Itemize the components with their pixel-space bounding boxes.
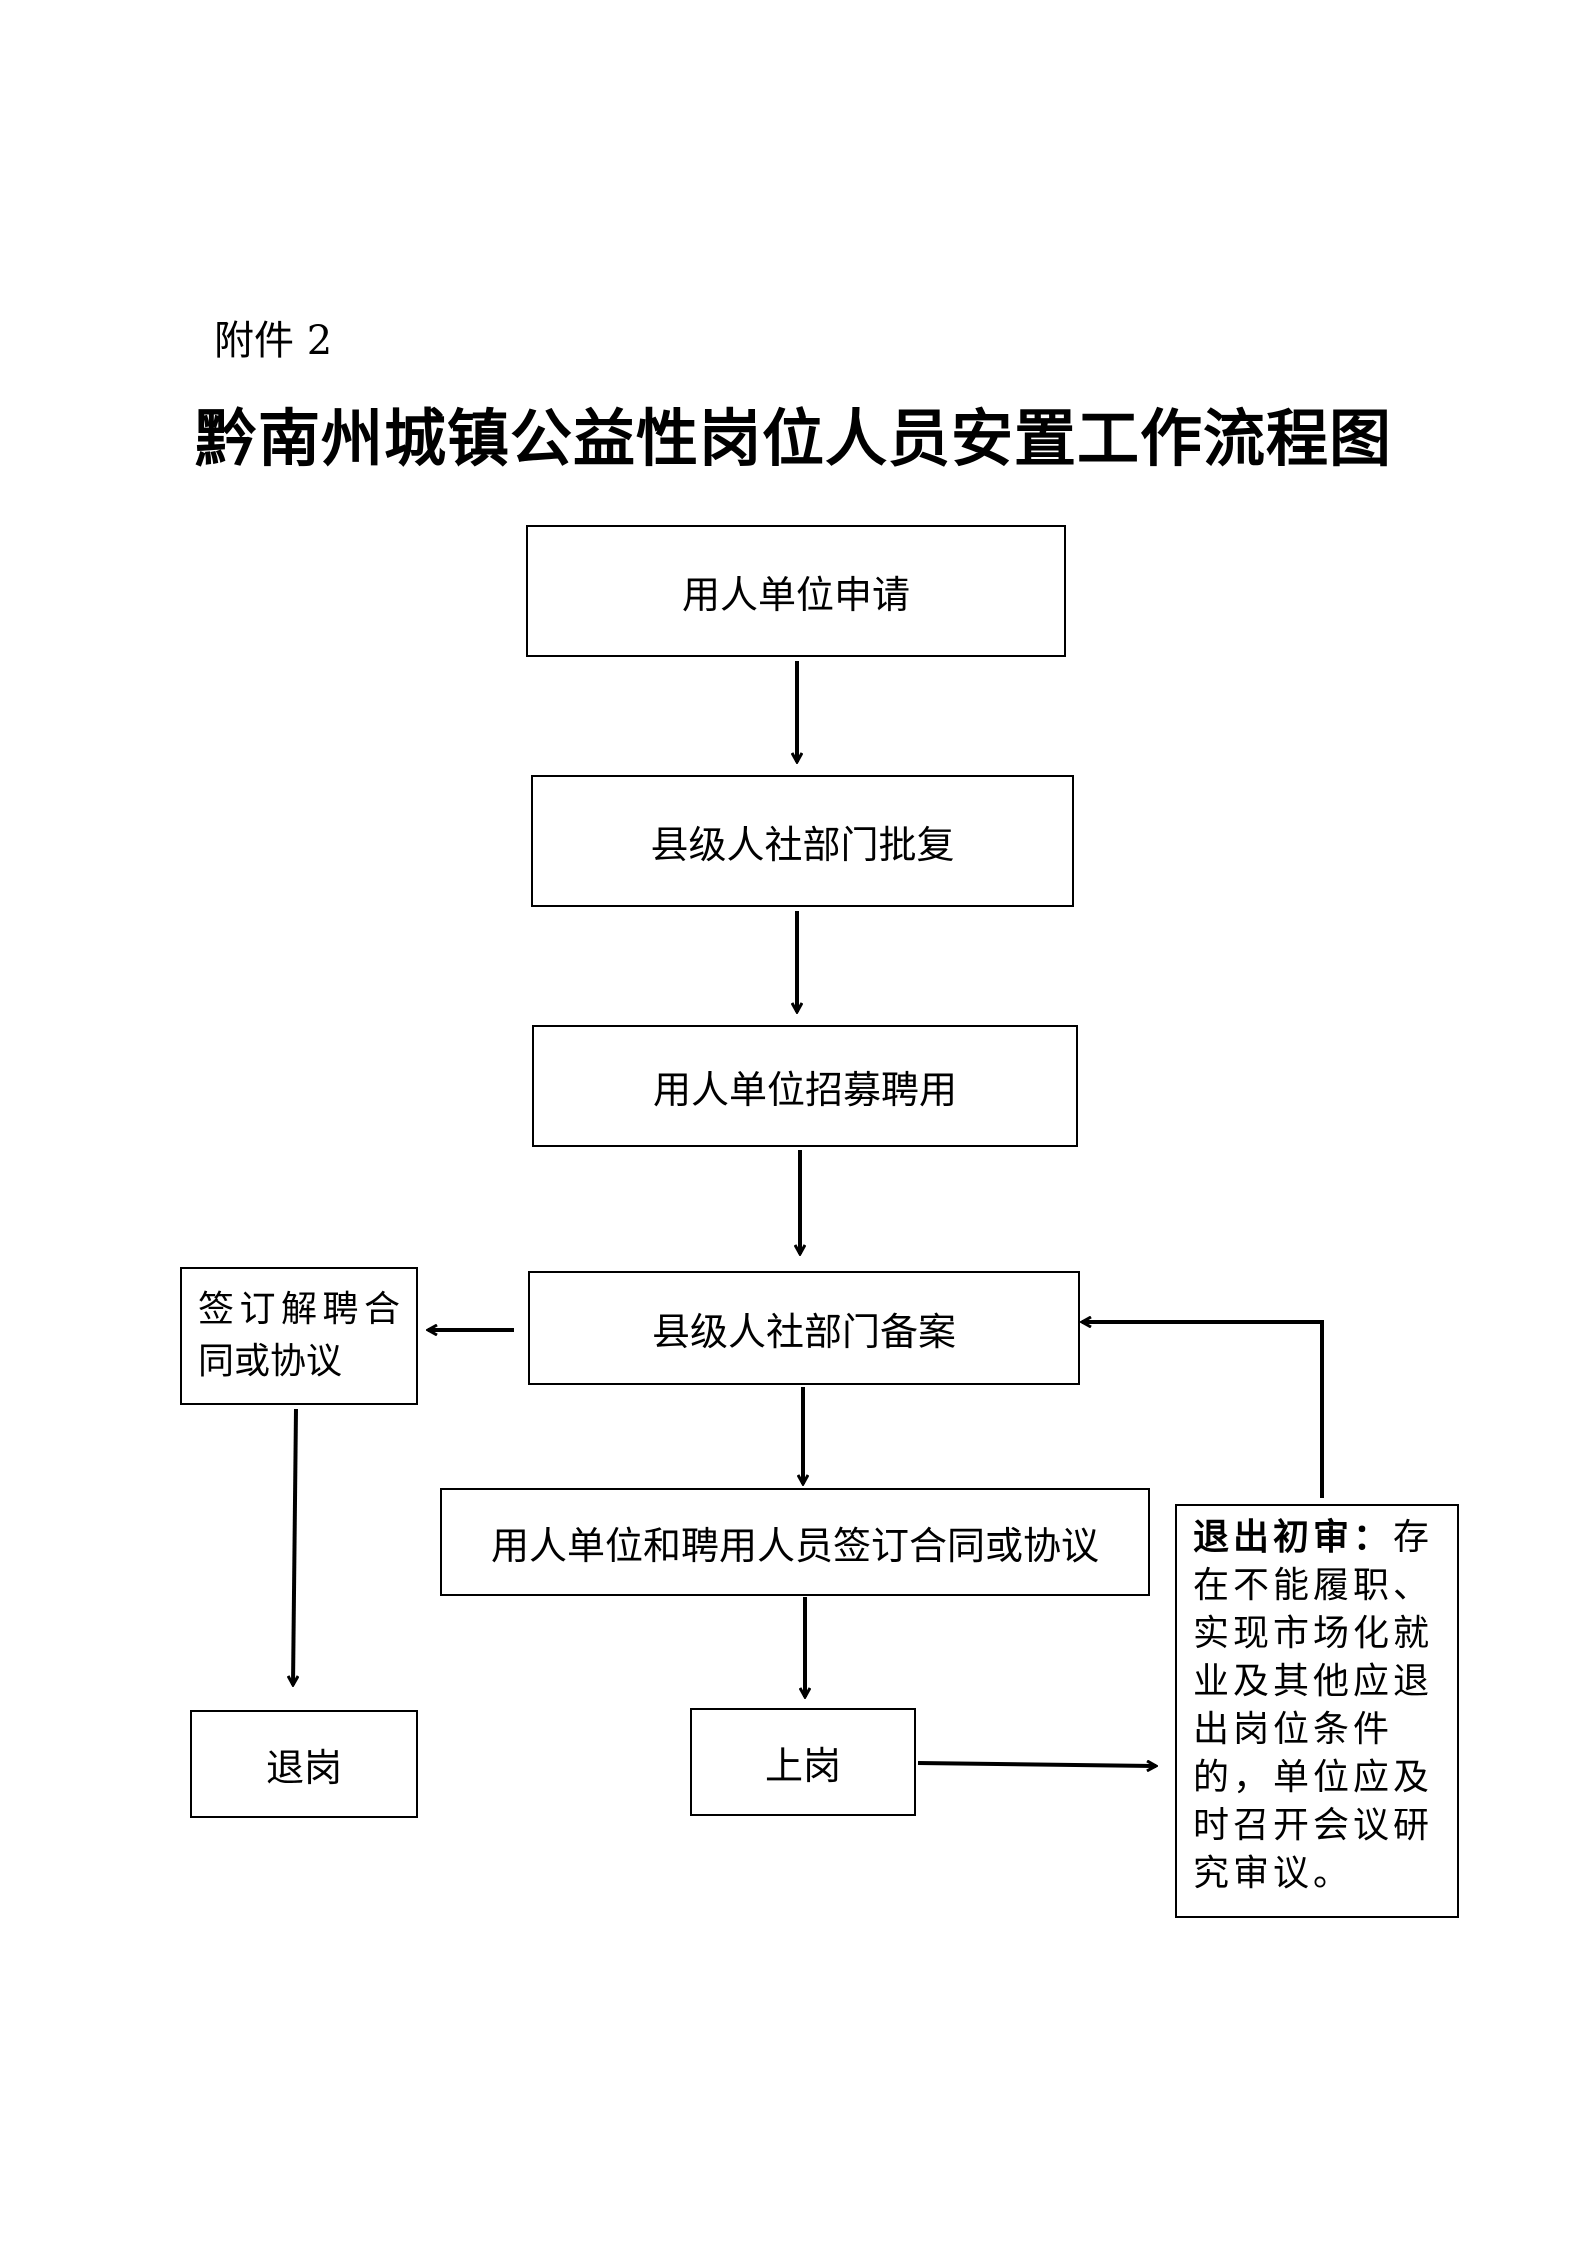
step-apply-box: 用人单位申请 (526, 525, 1066, 657)
step-recruit-label: 用人单位招募聘用 (652, 1067, 957, 1112)
step-approve-label: 县级人社部门批复 (650, 822, 955, 867)
step-onboard-label: 上岗 (764, 1743, 841, 1788)
leave-post-label: 退岗 (265, 1745, 342, 1790)
step-contract-box: 用人单位和聘用人员签订合同或协议 (440, 1488, 1150, 1596)
dismiss-contract-box: 签订解聘合同或协议 (180, 1267, 418, 1405)
leave-post-box: 退岗 (190, 1710, 418, 1818)
step-recruit-box: 用人单位招募聘用 (532, 1025, 1078, 1147)
attachment-label: 附件 2 (214, 318, 333, 364)
exit-review-heading: 退出初审： (1193, 1517, 1394, 1558)
step-contract-label: 用人单位和聘用人员签订合同或协议 (490, 1523, 1099, 1568)
step-apply-label: 用人单位申请 (681, 572, 910, 617)
step-record-box: 县级人社部门备案 (528, 1271, 1080, 1385)
exit-review-box: 退出初审：存在不能履职、实现市场化就业及其他应退出岗位条件的，单位应及时召开会议… (1175, 1504, 1459, 1918)
step-onboard-box: 上岗 (690, 1708, 916, 1816)
arrow-review-to-step4 (1082, 1322, 1324, 1498)
arrow-step6-to-review (917, 1763, 1156, 1766)
arrow-dismiss-to-leave (293, 1408, 296, 1685)
step-record-label: 县级人社部门备案 (651, 1309, 956, 1354)
page-title: 黔南州城镇公益性岗位人员安置工作流程图 (194, 402, 1392, 475)
exit-review-text: 存在不能履职、实现市场化就业及其他应退出岗位条件的，单位应及时召开会议研究审议。 (1193, 1517, 1434, 1894)
dismiss-contract-label: 签订解聘合同或协议 (198, 1289, 400, 1382)
step-approve-box: 县级人社部门批复 (531, 775, 1074, 907)
